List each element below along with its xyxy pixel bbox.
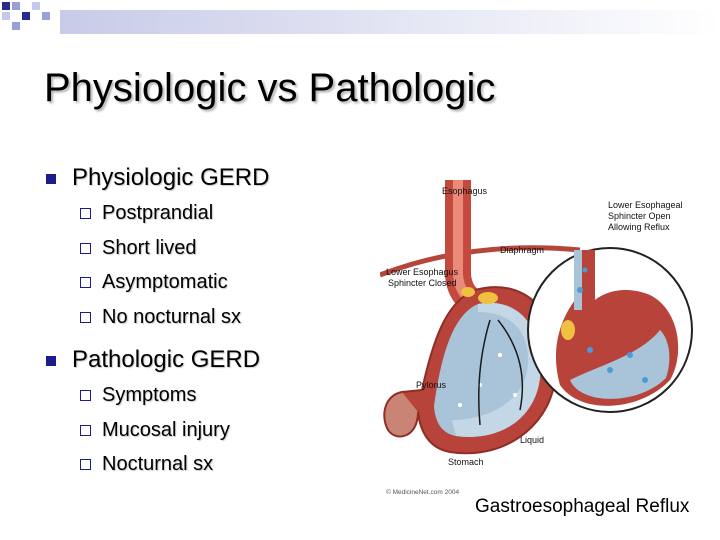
- sub-bullet: Symptoms: [46, 378, 376, 413]
- hollow-square-bullet-icon: [80, 459, 91, 470]
- stomach-diagram: Esophagus Diaphragm Lower Esophagus Sphi…: [379, 180, 693, 467]
- sub-bullet: No nocturnal sx: [46, 300, 376, 335]
- gerd-illustration: Esophagus Diaphragm Lower Esophagus Sphi…: [379, 180, 720, 520]
- label-stomach: Stomach: [448, 457, 484, 467]
- bullet-heading: Pathologic GERD: [46, 342, 376, 378]
- image-credit: © MedicineNet.com 2004: [386, 489, 460, 496]
- hollow-square-bullet-icon: [80, 424, 91, 436]
- label-les-open-2: Sphincter Open: [608, 211, 671, 221]
- sub-bullet: Mucosal injury: [46, 413, 376, 448]
- label-les-closed-2: Sphincter Closed: [388, 278, 457, 288]
- square-bullet-icon: [46, 174, 56, 184]
- sub-bullet: Postprandial: [46, 196, 376, 231]
- label-esophagus: Esophagus: [442, 186, 488, 196]
- hollow-square-bullet-icon: [80, 208, 91, 219]
- label-les-open-1: Lower Esophageal: [608, 200, 683, 210]
- title-band: [60, 10, 720, 34]
- label-liquid: Liquid: [520, 435, 544, 445]
- sub-bullet: Asymptomatic: [46, 265, 376, 300]
- slide-title: Physiologic vs Pathologic: [44, 66, 496, 110]
- bullet-list: Physiologic GERD Postprandial Short live…: [46, 160, 376, 482]
- hollow-square-bullet-icon: [80, 242, 91, 254]
- hollow-square-bullet-icon: [80, 277, 91, 288]
- bullet-heading: Physiologic GERD: [46, 160, 376, 196]
- label-diaphragm: Diaphragm: [500, 245, 544, 255]
- hollow-square-bullet-icon: [80, 311, 91, 323]
- sub-bullet: Short lived: [46, 231, 376, 266]
- label-les-open-3: Allowing Reflux: [608, 222, 670, 232]
- sub-bullet: Nocturnal sx: [46, 447, 376, 482]
- label-pylorus: Pylorus: [416, 380, 447, 390]
- figure-caption: Gastroesophageal Reflux: [475, 496, 690, 517]
- hollow-square-bullet-icon: [80, 390, 91, 401]
- label-les-closed-1: Lower Esophagus: [386, 267, 459, 277]
- square-bullet-icon: [46, 356, 56, 366]
